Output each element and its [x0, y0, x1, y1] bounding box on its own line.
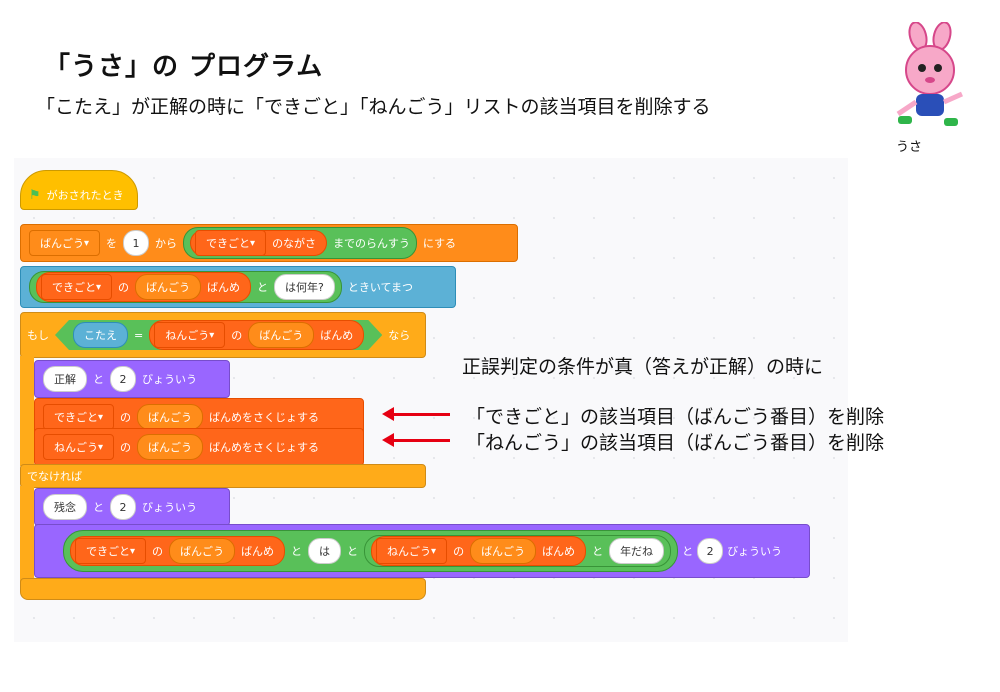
number-input[interactable]: 2: [110, 366, 136, 392]
text-input[interactable]: 残念: [43, 494, 87, 520]
ask-and-wait-block[interactable]: できごと の ばんごう ばんめ と は何年? ときいてまつ: [20, 266, 456, 308]
usa-rabbit-mascot: [896, 22, 964, 126]
annotation-delete-2: 「ねんごう」の該当項目（ばんごう番目）を削除: [466, 432, 885, 454]
item-of-list-reporter[interactable]: できごと の ばんごう ばんめ: [36, 272, 252, 302]
ask-label: ときいてまつ: [347, 281, 413, 294]
to-label: と: [93, 373, 104, 386]
variable-reporter[interactable]: ばんごう: [135, 274, 202, 300]
to-label: と: [291, 545, 303, 558]
secs-label: びょういう: [142, 373, 197, 386]
ni-label: にする: [422, 237, 456, 250]
number-input[interactable]: 1: [123, 230, 150, 256]
item-of-list-reporter[interactable]: ねんごう の ばんごう ばんめ: [149, 320, 364, 350]
say-for-secs-block-joined[interactable]: できごと の ばんごう ばんめ と は と ねんごう の ばんごう ばんめ と …: [34, 524, 810, 578]
list-dropdown[interactable]: できごと: [41, 274, 113, 300]
kara-label: から: [155, 237, 178, 250]
no-label: の: [152, 545, 164, 558]
random-operator[interactable]: できごと のながさ までのらんすう: [183, 227, 417, 259]
equals-label: =: [134, 328, 144, 342]
else-branch-arm: [20, 486, 34, 584]
join-operator[interactable]: ねんごう の ばんごう ばんめ と 年だね: [364, 535, 672, 567]
delete-label: ばんめをさくじょする: [209, 411, 320, 424]
banme-label: ばんめ: [542, 545, 576, 558]
say-for-secs-block[interactable]: 正解 と 2 びょういう: [34, 360, 230, 398]
answer-reporter[interactable]: こたえ: [73, 322, 128, 348]
join-operator[interactable]: できごと の ばんごう ばんめ と は何年?: [29, 271, 342, 303]
item-of-list-reporter[interactable]: ねんごう の ばんごう ばんめ: [371, 536, 587, 566]
to-label: と: [347, 545, 359, 558]
else-label-bar: でなければ: [20, 464, 426, 488]
set-variable-block[interactable]: ばんごう を 1 から できごと のながさ までのらんすう にする: [20, 224, 518, 262]
item-of-list-reporter[interactable]: できごと の ばんごう ばんめ: [70, 536, 286, 566]
mascot-label: うさ: [896, 140, 923, 155]
no-label: の: [453, 545, 465, 558]
random-label: までのらんすう: [333, 237, 410, 250]
secs-label: びょういう: [142, 501, 197, 514]
banme-label: ばんめ: [207, 281, 241, 294]
banme-label: ばんめ: [320, 329, 354, 342]
annotation-condition: 正誤判定の条件が真（答えが正解）の時に: [462, 356, 824, 378]
to-label: と: [257, 281, 269, 294]
green-flag-icon: ⚑: [29, 187, 41, 203]
text-input[interactable]: は何年?: [274, 274, 335, 300]
else-label: でなければ: [27, 470, 82, 483]
arrow-left-icon: [382, 407, 450, 421]
no-label: の: [120, 441, 132, 454]
to-label: と: [592, 545, 604, 558]
if-branch-arm: [20, 356, 34, 466]
when-flag-clicked-block[interactable]: ⚑ がおされたとき: [20, 170, 138, 210]
text-input[interactable]: は: [308, 538, 342, 564]
to-label: と: [682, 545, 694, 558]
if-else-block[interactable]: もし こたえ = ねんごう の ばんごう ばんめ なら: [20, 312, 426, 358]
join-operator[interactable]: できごと の ばんごう ばんめ と は と ねんごう の ばんごう ばんめ と …: [63, 530, 679, 572]
wo-label: を: [106, 237, 118, 250]
text-input[interactable]: 年だね: [609, 538, 665, 564]
to-label: と: [93, 501, 104, 514]
page-title: 「うさ」の プログラム: [44, 52, 324, 82]
banme-label: ばんめ: [241, 545, 275, 558]
list-dropdown[interactable]: できごと: [195, 230, 267, 256]
length-of-list-reporter[interactable]: できごと のながさ: [190, 230, 328, 256]
variable-dropdown[interactable]: ばんごう: [29, 230, 101, 256]
variable-reporter[interactable]: ばんごう: [248, 322, 314, 348]
no-label: の: [118, 281, 130, 294]
number-input[interactable]: 2: [697, 538, 724, 564]
list-dropdown[interactable]: ねんごう: [376, 538, 448, 564]
list-dropdown[interactable]: ねんごう: [43, 434, 115, 460]
hat-label: がおされたとき: [46, 189, 124, 202]
number-input[interactable]: 2: [110, 494, 136, 520]
if-else-block-bottom: [20, 578, 426, 600]
delete-item-block-2[interactable]: ねんごう の ばんごう ばんめをさくじょする: [34, 428, 364, 466]
list-dropdown[interactable]: できごと: [75, 538, 147, 564]
page-subtitle: 「こたえ」が正解の時に「できごと」「ねんごう」リストの該当項目を削除する: [36, 96, 711, 118]
annotation-delete-1: 「できごと」の該当項目（ばんごう番目）を削除: [466, 406, 885, 428]
equals-operator[interactable]: こたえ = ねんごう の ばんごう ばんめ: [55, 320, 382, 350]
list-dropdown[interactable]: できごと: [43, 404, 115, 430]
arrow-left-icon: [382, 433, 450, 447]
no-label: の: [120, 411, 132, 424]
variable-reporter[interactable]: ばんごう: [137, 404, 204, 430]
say-for-secs-block[interactable]: 残念 と 2 びょういう: [34, 488, 230, 526]
delete-label: ばんめをさくじょする: [209, 441, 320, 454]
text-input[interactable]: 正解: [43, 366, 87, 392]
variable-reporter[interactable]: ばんごう: [169, 538, 236, 564]
list-dropdown[interactable]: ねんごう: [154, 322, 225, 348]
length-label: のながさ: [272, 237, 317, 250]
secs-label: びょういう: [727, 545, 783, 558]
then-label: なら: [388, 329, 411, 342]
variable-reporter[interactable]: ばんごう: [137, 434, 204, 460]
if-label: もし: [27, 329, 49, 342]
no-label: の: [231, 329, 243, 342]
variable-reporter[interactable]: ばんごう: [470, 538, 537, 564]
